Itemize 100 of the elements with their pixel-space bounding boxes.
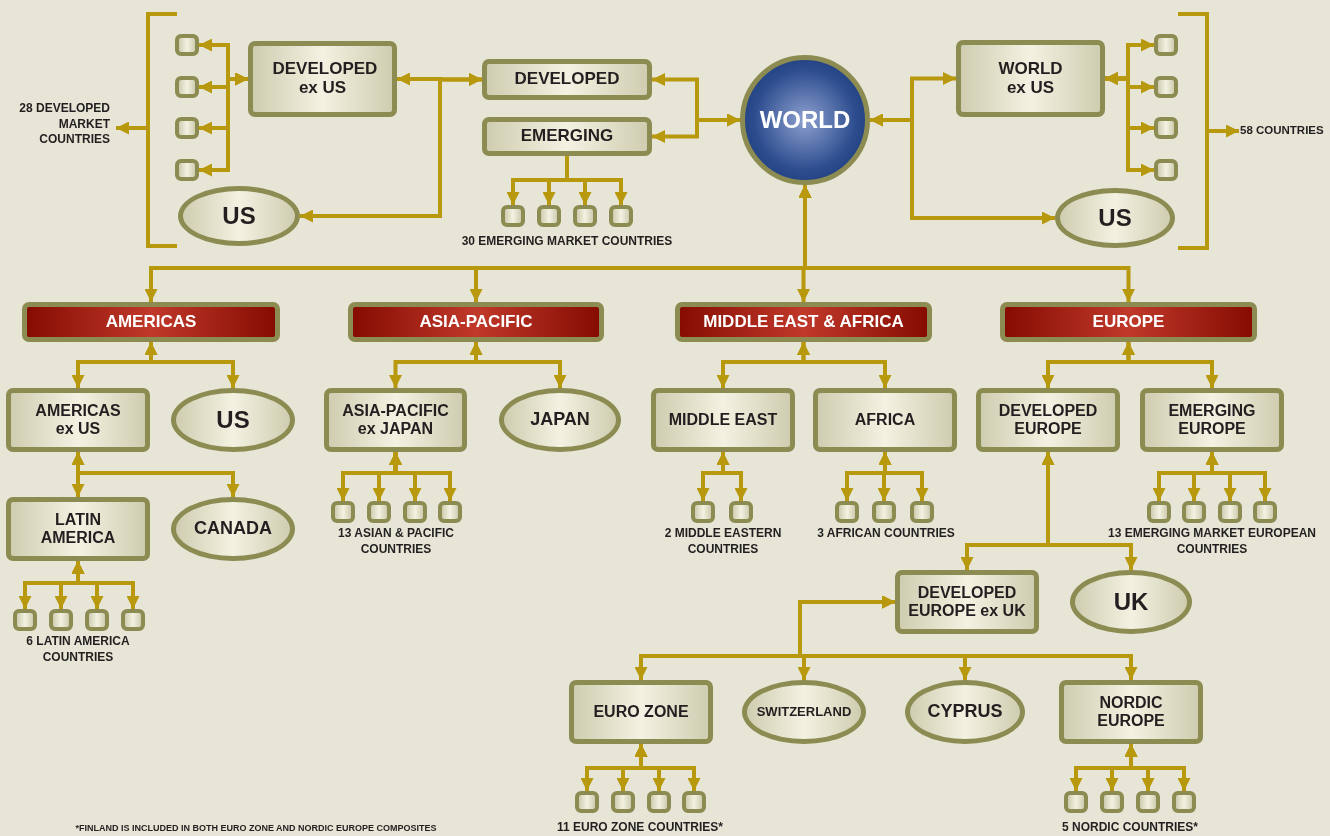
constituent-box: [175, 76, 199, 98]
index-box: [482, 59, 652, 100]
index-box: [976, 388, 1120, 452]
index-box: [813, 388, 957, 452]
constituent-box: [367, 501, 391, 523]
node-label: EURO ZONE: [593, 703, 689, 721]
index-box: [1059, 680, 1203, 744]
constituent-box: [1136, 791, 1160, 813]
constituent-box: [175, 159, 199, 181]
node-label: AMERICAS ex US: [34, 402, 122, 438]
connector-arrow: [144, 342, 240, 388]
node-label: AMERICAS: [105, 312, 197, 332]
connector-arrow: [389, 452, 457, 501]
index-box: [248, 41, 397, 117]
footnote: *FINLAND IS INCLUDED IN BOTH EURO ZONE AND NORDIC EUROPE COMPOSITES: [74, 823, 438, 835]
connector-arrow: [199, 72, 248, 177]
constituent-box: [691, 501, 715, 523]
constituent-box: [1218, 501, 1242, 523]
constituent-box: [609, 205, 633, 227]
node-label: EUROPE: [1092, 312, 1165, 332]
index-box: [895, 570, 1039, 634]
connector-arrow: [870, 113, 1055, 225]
connector-arrow: [71, 561, 140, 609]
node-label: EMERGING EUROPE: [1167, 402, 1257, 438]
constituent-box: [1154, 117, 1178, 139]
node-label: DEVELOPED EUROPE ex UK: [907, 584, 1027, 620]
country-count-note: 3 AFRICAN COUNTRIES: [816, 526, 956, 542]
node-label: CYPRUS: [927, 702, 1003, 722]
node-label: ASIA-PACIFIC ex JAPAN: [341, 402, 450, 438]
node-label: DEVELOPED EUROPE: [998, 402, 1098, 438]
connector-arrow: [798, 595, 1138, 680]
constituent-box: [537, 205, 561, 227]
node-label: DEVELOPED: [514, 70, 620, 89]
constituent-box: [175, 117, 199, 139]
constituent-box: [682, 791, 706, 813]
index-box: [569, 680, 713, 744]
region-banner: [22, 302, 280, 342]
node-label: NORDIC EUROPE: [1096, 694, 1166, 730]
constituent-box: [121, 609, 145, 631]
country-count-note: 5 NORDIC COUNTRIES*: [1061, 820, 1199, 836]
constituent-box: [575, 791, 599, 813]
constituent-box: [611, 791, 635, 813]
connector-arrow: [716, 452, 748, 501]
index-box: [651, 388, 795, 452]
index-box: [6, 497, 150, 561]
country-count-note: 30 EMERGING MARKET COUNTRIES: [460, 234, 674, 250]
connector-arrow: [1124, 744, 1191, 791]
constituent-box: [1154, 159, 1178, 181]
node-label: SWITZERLAND: [756, 704, 852, 720]
country-count-note: 6 LATIN AMERICA COUNTRIES: [25, 634, 131, 666]
region-banner: [675, 302, 932, 342]
connector-arrow: [71, 452, 240, 497]
constituent-box: [1147, 501, 1171, 523]
node-label: JAPAN: [530, 410, 590, 430]
connector-arrow: [300, 73, 482, 223]
node-label: LATIN AMERICA: [39, 511, 117, 547]
constituent-box: [501, 205, 525, 227]
constituent-box: [13, 609, 37, 631]
index-box: [6, 388, 150, 452]
constituent-box: [729, 501, 753, 523]
constituent-box: [1154, 34, 1178, 56]
country-count-note: 2 MIDDLE EASTERN COUNTRIES: [663, 526, 783, 558]
connector-arrow: [1122, 342, 1219, 388]
node-label: CANADA: [194, 519, 272, 539]
region-banner: [1000, 302, 1257, 342]
constituent-box: [1064, 791, 1088, 813]
connector-arrow: [634, 744, 701, 791]
constituent-box: [910, 501, 934, 523]
country-count-note: 13 EMERGING MARKET EUROPEAN COUNTRIES: [1107, 526, 1317, 558]
node-label: US: [222, 202, 256, 230]
constituent-box: [1253, 501, 1277, 523]
index-box: [956, 40, 1105, 117]
node-label: MIDDLE EAST: [668, 411, 778, 429]
node-label: WORLD ex US: [997, 59, 1064, 98]
node-label: ASIA-PACIFIC: [419, 312, 533, 332]
region-banner: [348, 302, 604, 342]
constituent-box: [403, 501, 427, 523]
constituent-box: [1154, 76, 1178, 98]
index-box: [1140, 388, 1284, 452]
constituent-box: [49, 609, 73, 631]
constituent-box: [438, 501, 462, 523]
node-label: EMERGING: [520, 127, 614, 146]
connector-arrow: [878, 452, 929, 501]
node-label: UK: [1113, 588, 1149, 616]
index-box: [482, 117, 652, 156]
country-count-note: 58 COUNTRIES: [1240, 123, 1325, 138]
node-label: MIDDLE EAST & AFRICA: [703, 312, 904, 332]
country-count-note: 28 DEVELOPED MARKET COUNTRIES: [18, 101, 110, 148]
connector-arrow: [652, 113, 740, 143]
constituent-box: [1172, 791, 1196, 813]
constituent-box: [85, 609, 109, 631]
constituent-box: [872, 501, 896, 523]
country-count-note: 11 EURO ZONE COUNTRIES*: [556, 820, 724, 836]
connector-arrow: [565, 156, 628, 205]
constituent-box: [331, 501, 355, 523]
constituent-box: [835, 501, 859, 523]
index-box: [324, 388, 467, 452]
constituent-box: [573, 205, 597, 227]
constituent-box: [175, 34, 199, 56]
constituent-box: [1100, 791, 1124, 813]
